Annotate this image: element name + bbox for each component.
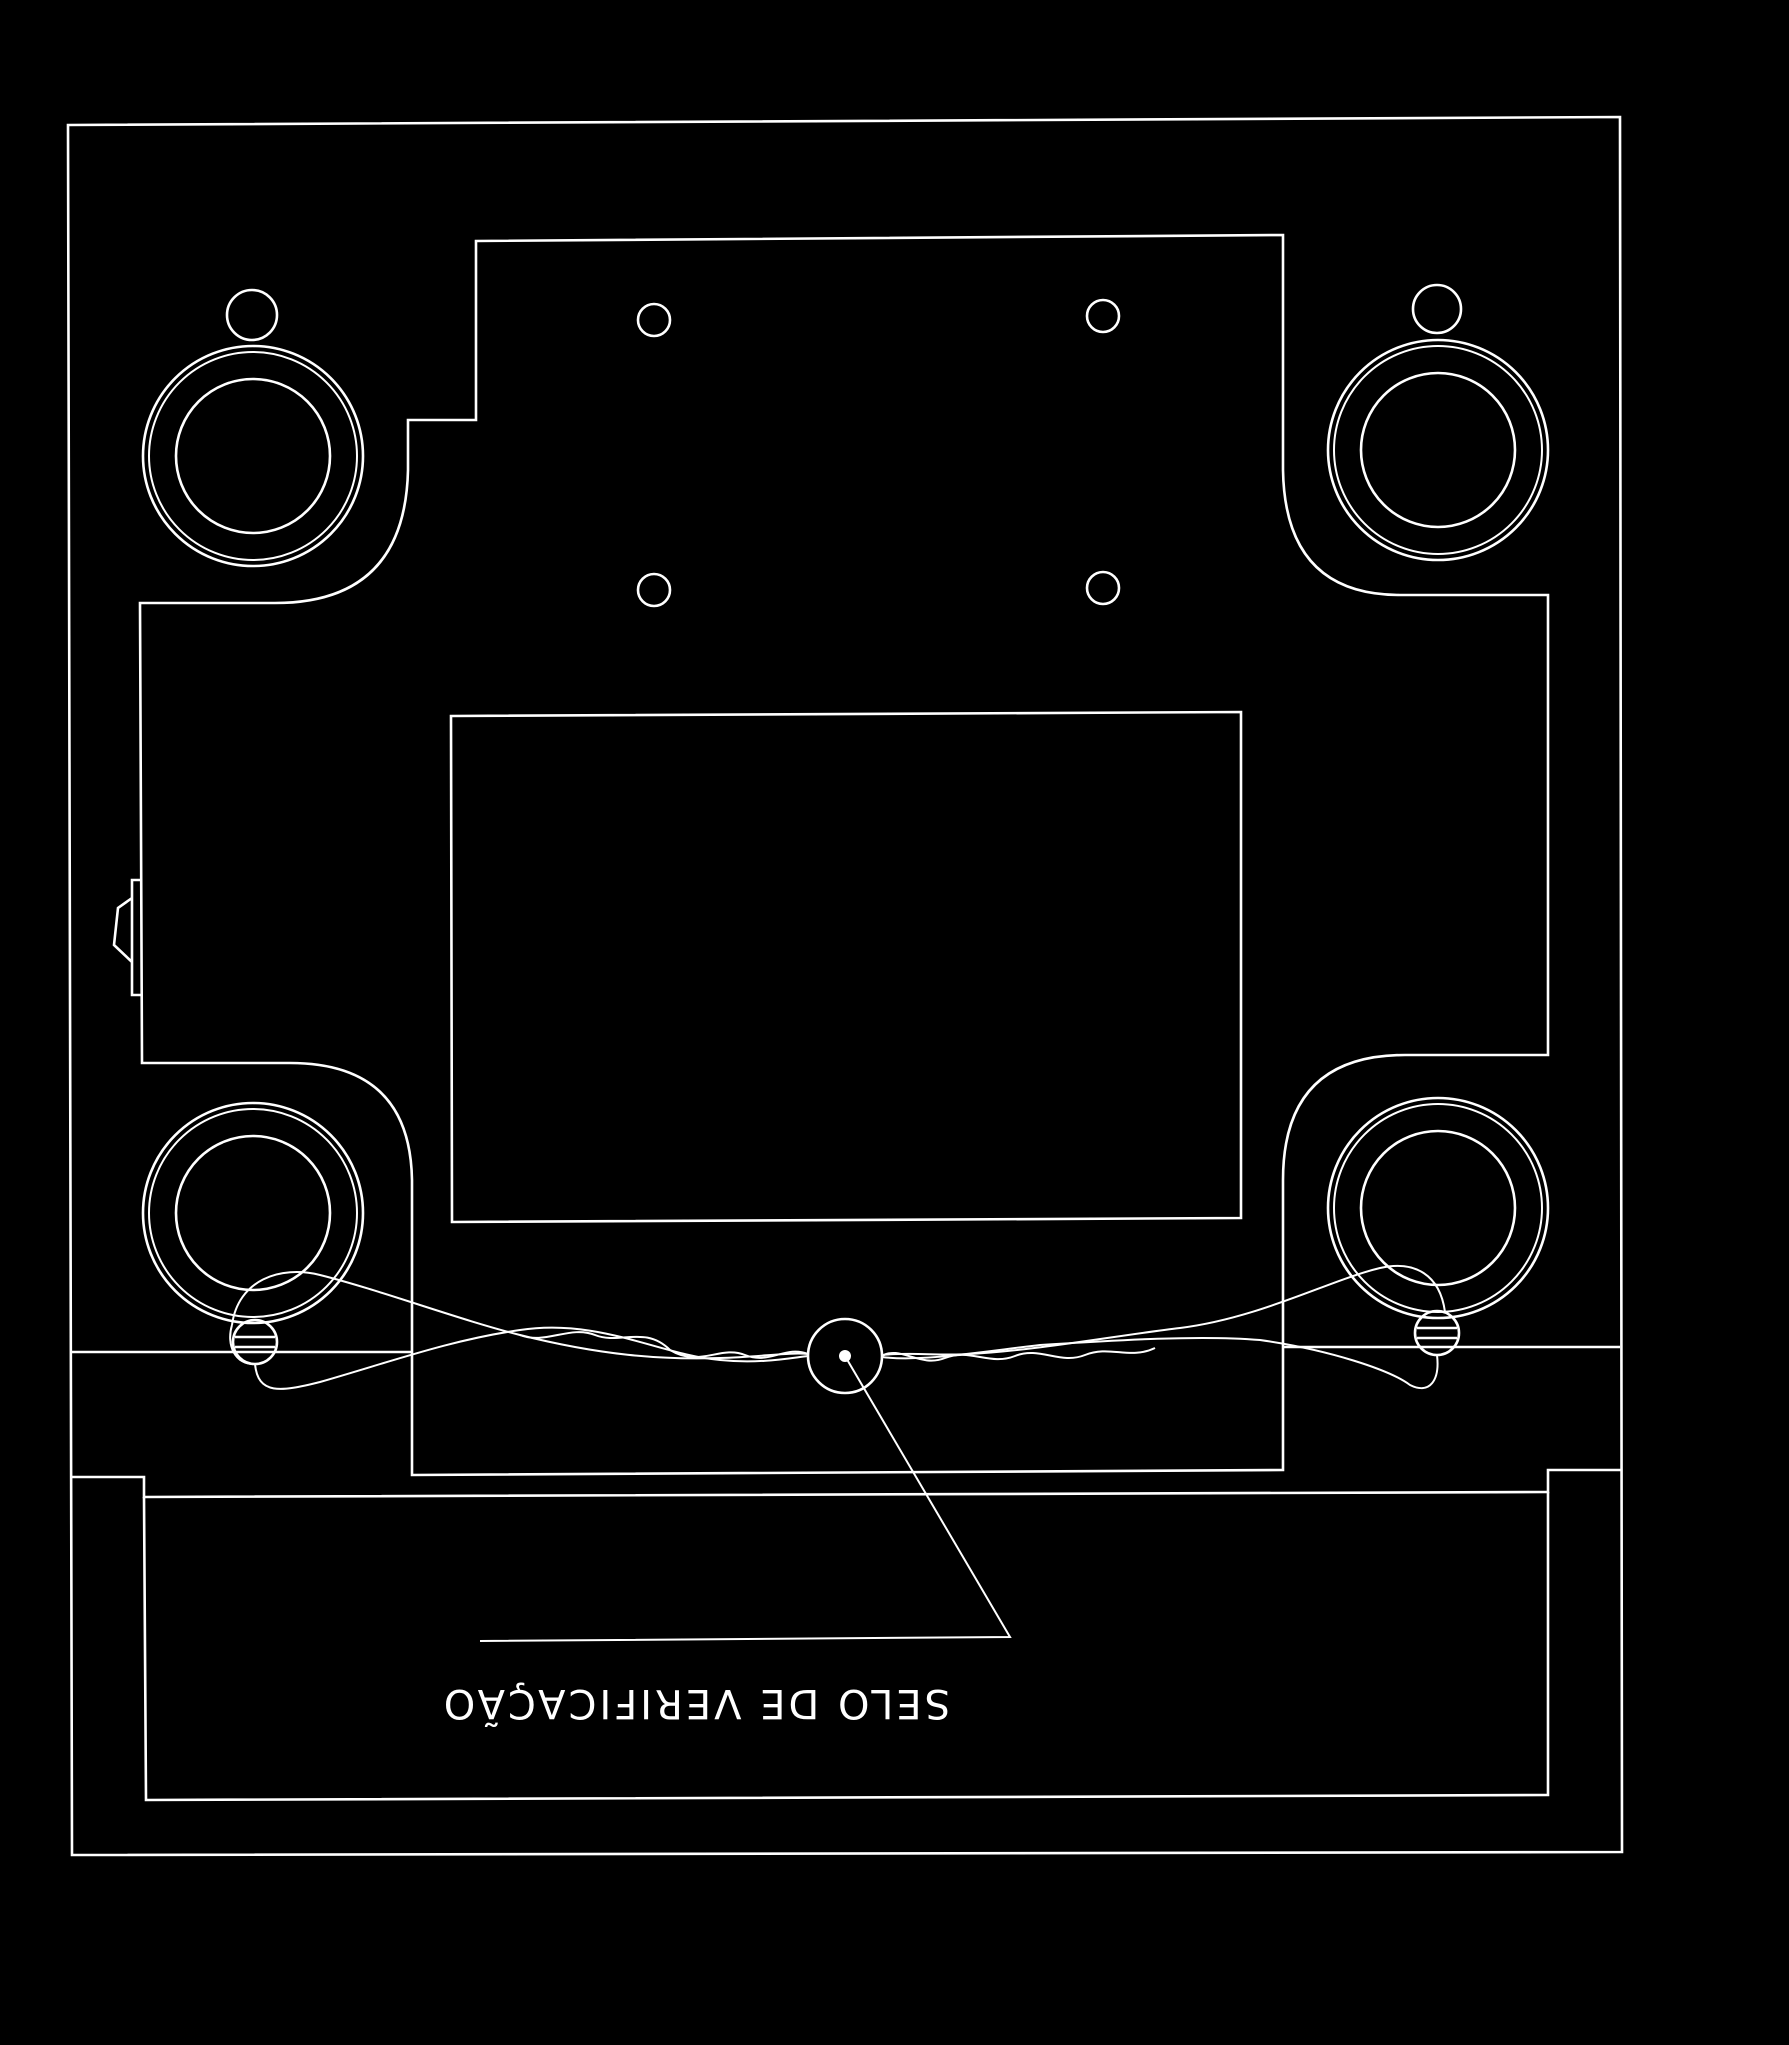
foot-top-right	[1326, 338, 1550, 562]
lower-compartment-inner	[142, 1492, 1550, 1802]
mounting-hole	[636, 572, 672, 608]
outer-frame	[66, 115, 1624, 1857]
mounting-hole	[636, 302, 672, 338]
leader-line	[479, 1355, 1012, 1642]
lower-compartment-outer	[70, 1468, 1621, 1499]
foot-bottom-left	[141, 1101, 365, 1325]
seal-label: SELO DE VERIFICAÇÃO	[441, 1680, 950, 1728]
seal-wire	[229, 1264, 1446, 1390]
seal-label-group: SELO DE VERIFICAÇÃO	[441, 1680, 950, 1728]
foot-top-left	[141, 344, 365, 568]
mounting-hole	[1085, 570, 1121, 606]
indicator-hole	[1411, 283, 1463, 335]
indicator-hole	[225, 288, 279, 342]
upper-body-outline	[138, 233, 1550, 1477]
display-window	[449, 710, 1243, 1224]
seal-screw-left	[231, 1318, 279, 1366]
side-switch	[112, 878, 142, 997]
mounting-hole	[1085, 298, 1121, 334]
